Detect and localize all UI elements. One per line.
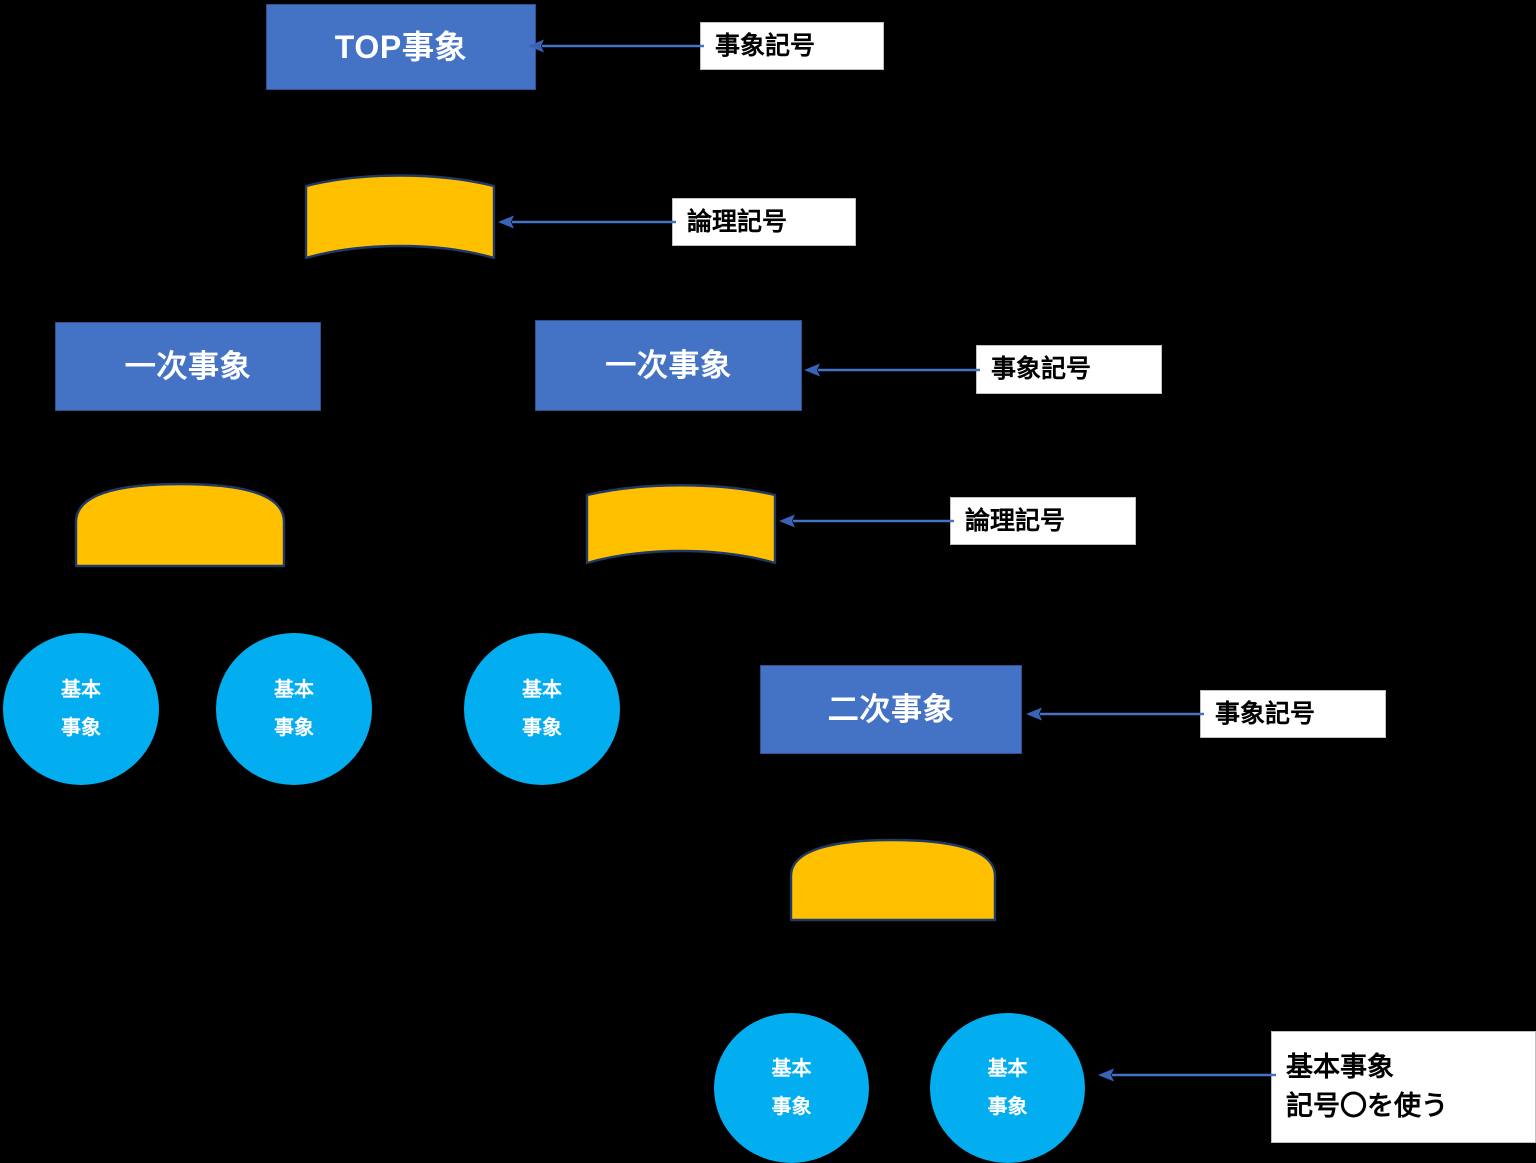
callout-line: 事象記号	[991, 355, 1092, 384]
basic-event-label-line2: 事象	[987, 1096, 1028, 1118]
callout-line: 事象記号	[715, 31, 816, 60]
basic-event-circle-4[interactable]: 基本 事象	[714, 1013, 869, 1163]
leader-arrow-logic-symbol-middle	[779, 512, 954, 530]
basic-event-circle-2[interactable]: 基本 事象	[216, 633, 372, 785]
leader-arrow-event-symbol-top	[528, 37, 704, 55]
basic-event-circle-5[interactable]: 基本 事象	[930, 1013, 1085, 1163]
leader-arrow-basic-event-note	[1098, 1066, 1276, 1084]
primary-event-right-label: 一次事象	[605, 348, 732, 383]
callout-event-symbol-secondary: 事象記号	[1200, 690, 1386, 738]
secondary-event-label: 二次事象	[827, 692, 955, 727]
callout-event-symbol-primary: 事象記号	[976, 345, 1162, 394]
callout-line-2: 記号〇を使う	[1286, 1091, 1448, 1121]
basic-event-label: 基本 事象	[988, 1050, 1028, 1126]
primary-event-left-box[interactable]: 一次事象	[55, 322, 321, 411]
connector-primary-right-drop	[667, 268, 669, 322]
or-gate-middle[interactable]	[583, 482, 779, 576]
callout-basic-event-note: 基本事象 記号〇を使う	[1271, 1031, 1536, 1143]
leader-arrow-event-symbol-primary	[804, 361, 980, 379]
basic-event-label-line1: 基本	[771, 1058, 812, 1080]
basic-event-circle-1[interactable]: 基本 事象	[3, 633, 159, 785]
basic-event-label-line2: 事象	[771, 1096, 812, 1118]
basic-event-label-line1: 基本	[274, 679, 314, 701]
connector-or-down	[398, 262, 400, 270]
basic-event-label: 基本 事象	[274, 671, 314, 747]
basic-event-label-line2: 事象	[522, 717, 562, 739]
basic-event-label: 基本 事象	[522, 671, 562, 747]
leader-arrow-logic-symbol-top	[498, 213, 676, 231]
secondary-event-box[interactable]: 二次事象	[760, 665, 1022, 754]
and-gate-left[interactable]	[74, 482, 286, 568]
primary-event-left-label: 一次事象	[124, 349, 252, 384]
basic-event-label-line1: 基本	[987, 1058, 1028, 1080]
callout-event-symbol-top: 事象記号	[700, 22, 884, 70]
callout-line: 論理記号	[687, 207, 788, 236]
callout-line-1: 基本事象	[1286, 1051, 1394, 1082]
basic-event-label: 基本 事象	[772, 1050, 812, 1126]
basic-event-circle-3[interactable]: 基本 事象	[464, 633, 620, 785]
callout-logic-symbol-middle: 論理記号	[950, 497, 1136, 545]
basic-event-label: 基本 事象	[61, 671, 101, 747]
or-gate-top[interactable]	[302, 172, 498, 272]
top-event-label: TOP事象	[334, 29, 468, 65]
basic-event-label-line2: 事象	[61, 717, 101, 739]
basic-event-label-line2: 事象	[274, 717, 314, 739]
leader-arrow-event-symbol-secondary	[1026, 705, 1204, 723]
basic-event-label-line1: 基本	[61, 679, 101, 701]
and-gate-bottom[interactable]	[789, 838, 997, 922]
callout-line: 事象記号	[1215, 699, 1316, 728]
callout-logic-symbol-top: 論理記号	[672, 198, 856, 246]
primary-event-right-box[interactable]: 一次事象	[535, 320, 802, 411]
callout-line: 論理記号	[965, 506, 1066, 535]
connector-primary-left-drop	[186, 268, 188, 322]
top-event-box[interactable]: TOP事象	[266, 4, 536, 90]
basic-event-label-line1: 基本	[522, 679, 562, 701]
connector-top-to-or	[398, 90, 400, 175]
